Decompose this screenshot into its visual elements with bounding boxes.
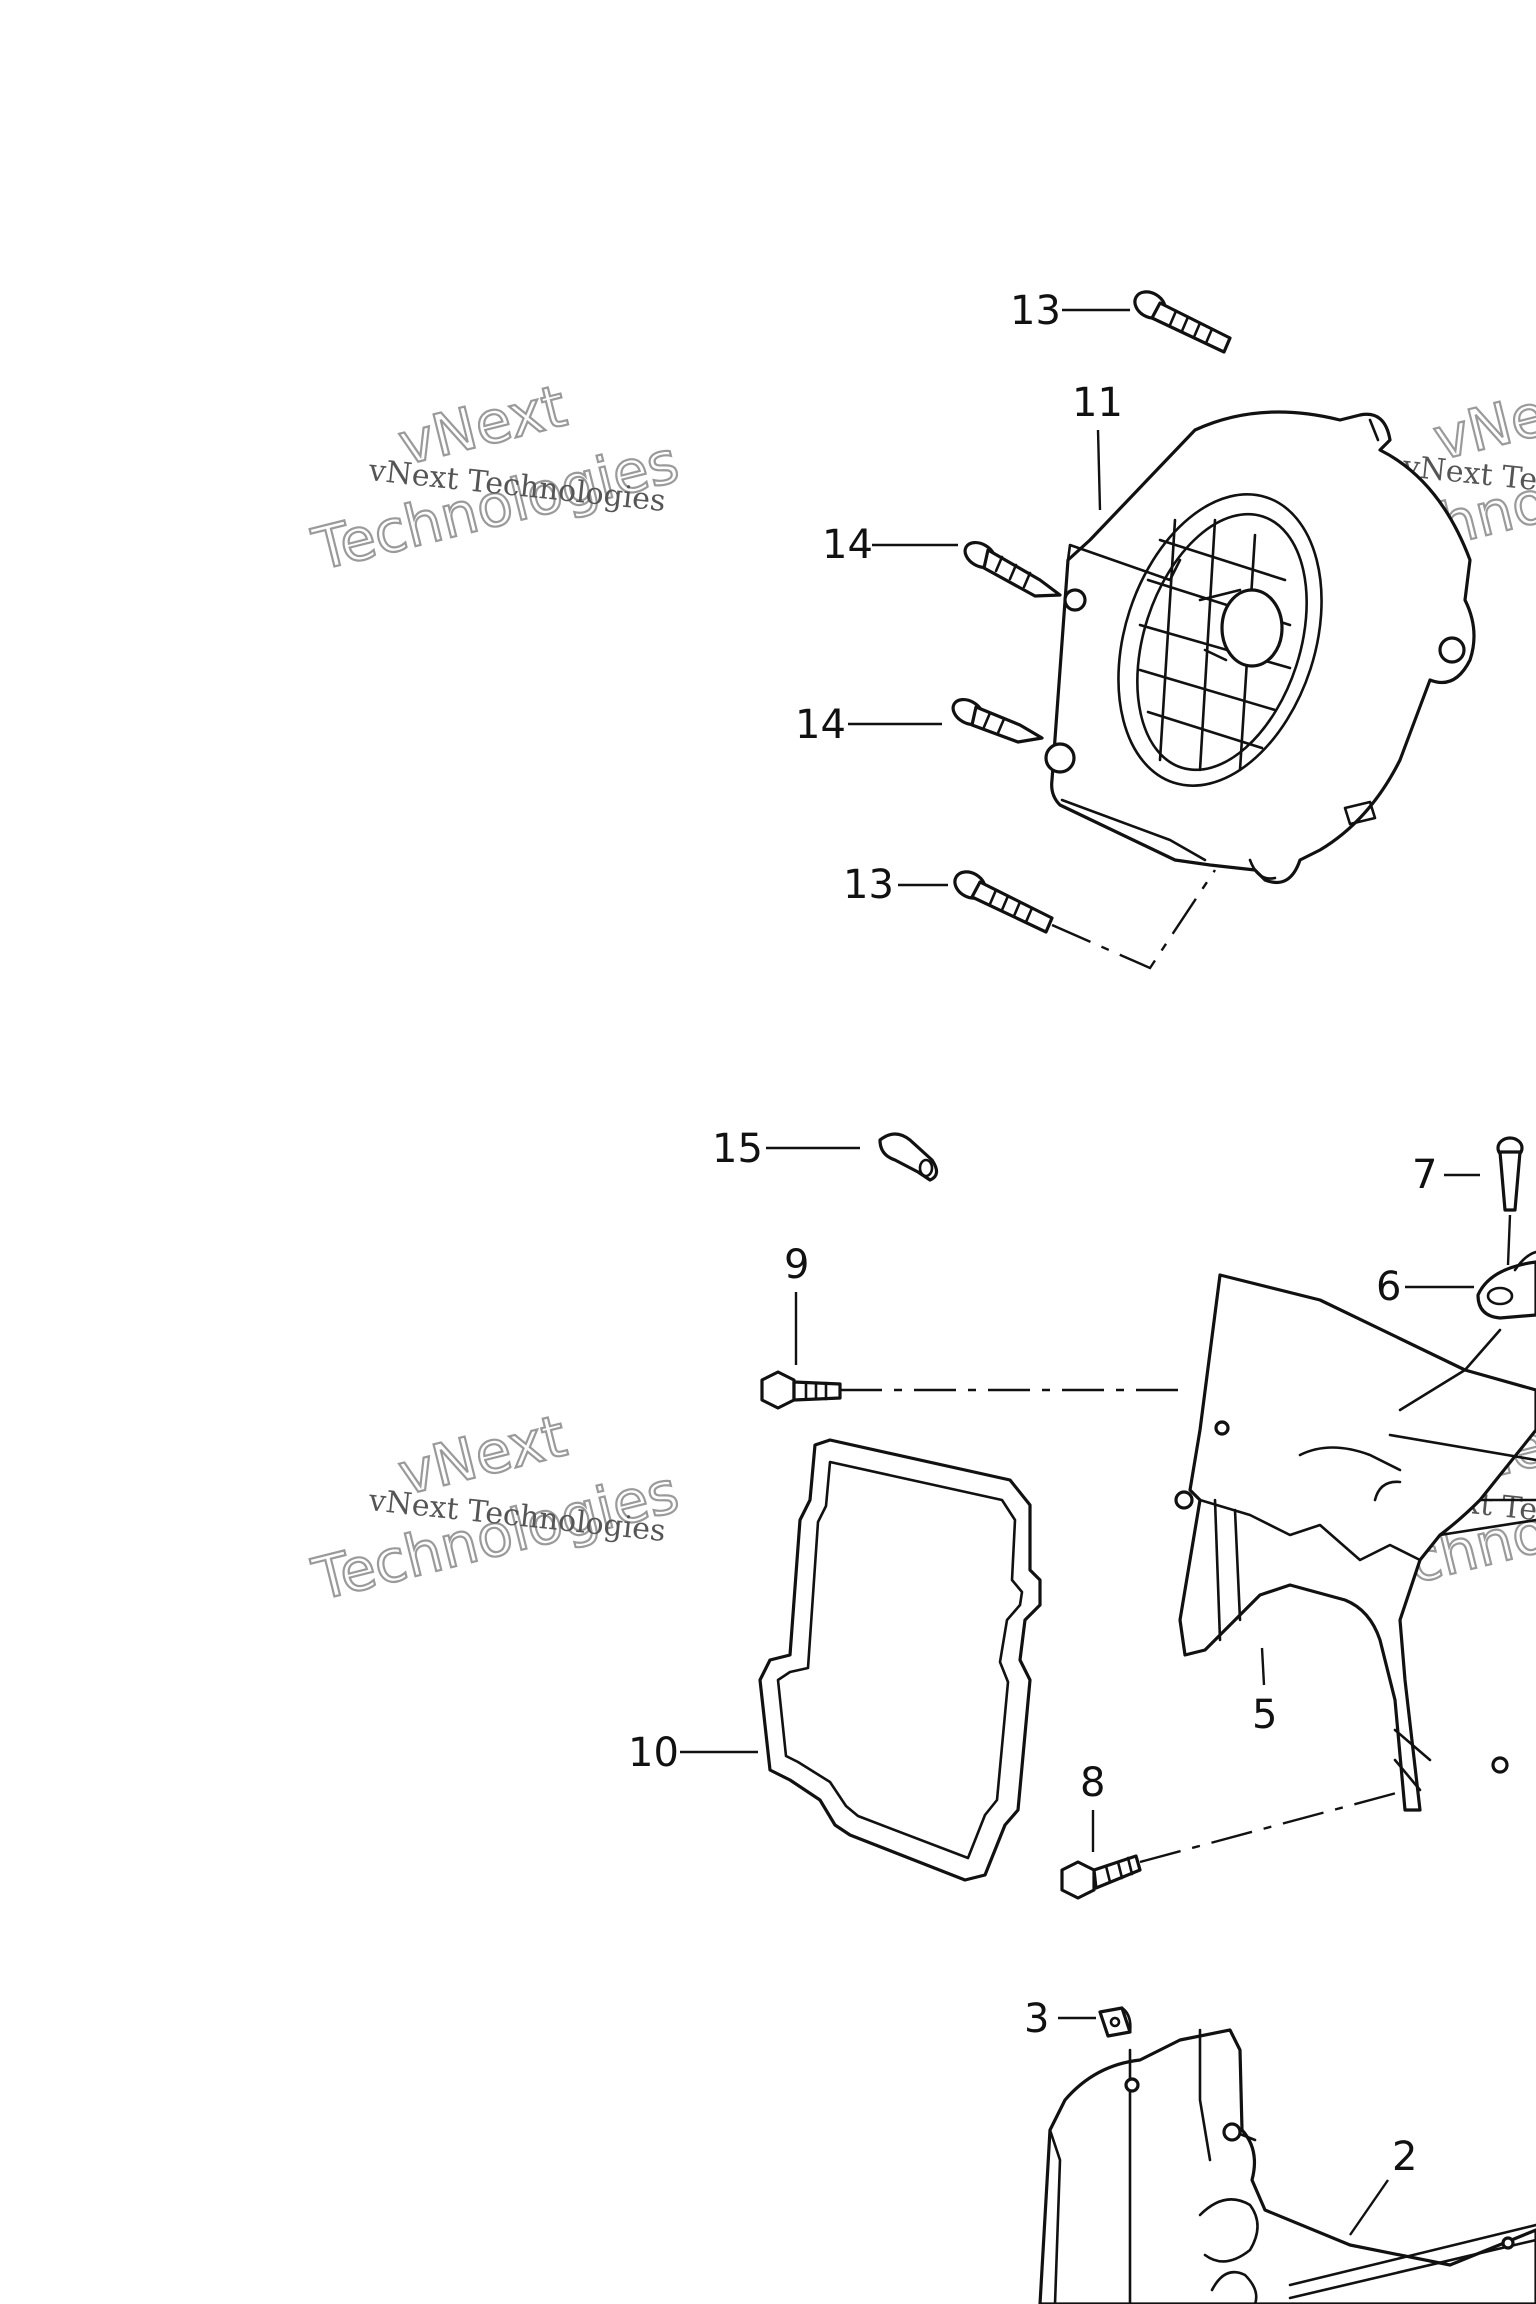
- callout-13-top: 13: [1010, 288, 1061, 334]
- callout-9: 9: [784, 1242, 809, 1288]
- bolt-part-9: [760, 1370, 842, 1410]
- callout-14-upper: 14: [822, 522, 873, 568]
- callout-7: 7: [1412, 1152, 1437, 1198]
- clip-part-15: [878, 1132, 939, 1182]
- watermark-lower-left: vNext Technologies vNext Technologies: [305, 1401, 686, 1615]
- shroud-part-5: [1174, 1273, 1536, 1812]
- callout-13-lower: 13: [843, 862, 894, 908]
- clip-nut-part-3: [1098, 2006, 1132, 2038]
- callout-10: 10: [628, 1730, 679, 1776]
- screw-part-13-top: [1133, 290, 1232, 354]
- screw-part-13-lower: [953, 870, 1054, 934]
- gasket-part-10: [758, 1438, 1042, 1882]
- callout-6: 6: [1376, 1264, 1401, 1310]
- callout-2: 2: [1392, 2134, 1417, 2180]
- screw-part-7: [1496, 1136, 1524, 1266]
- screw-part-14-lower: [951, 697, 1044, 744]
- callout-15: 15: [712, 1126, 763, 1172]
- fan-cover-part-11: [1044, 410, 1476, 885]
- assembly-line-8: [1139, 1790, 1401, 1864]
- callout-labels: 13 11 14 14 13 15 7 6 9 5 10 8 3 2: [628, 288, 1437, 2180]
- callout-14-lower: 14: [795, 702, 846, 748]
- screw-part-14-upper: [963, 540, 1062, 598]
- watermark-upper-left: vNext Technologies vNext Technologies: [305, 371, 686, 585]
- lower-cover-part-2: [1038, 2028, 1536, 2304]
- callout-8: 8: [1080, 1760, 1105, 1806]
- callout-5: 5: [1252, 1692, 1277, 1738]
- bolt-part-8: [1060, 1854, 1142, 1900]
- assembly-line-13-lower: [1051, 869, 1217, 970]
- grommet-part-6: [1476, 1250, 1536, 1320]
- leader-lines: [680, 308, 1480, 2236]
- callout-3: 3: [1024, 1996, 1049, 2042]
- callout-11: 11: [1072, 380, 1123, 426]
